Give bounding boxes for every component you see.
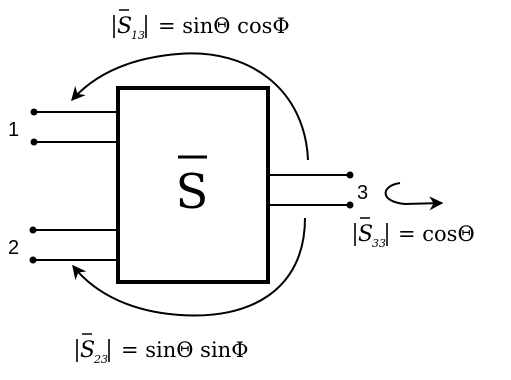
port-2-lines (33, 229, 118, 261)
s23-arrow (72, 217, 306, 317)
port-1-label: 1 (8, 119, 19, 141)
port-3-lines (268, 174, 350, 206)
s33-subscript: 33 (372, 237, 386, 250)
matrix-symbol: S (176, 164, 209, 220)
port-1-terminal-top (30, 108, 38, 116)
s33-rhs: = cosΘ (398, 222, 475, 246)
s13-arrow (71, 52, 309, 161)
equation-s33: S 33 = cosΘ (354, 217, 475, 250)
port-2-terminal-bottom (29, 256, 37, 264)
equation-s13: S 13 = sinΘ cosΦ (113, 9, 290, 42)
s33-loop-arrow (384, 182, 444, 211)
s13-rhs: = sinΘ cosΦ (158, 14, 290, 38)
port-3-terminal-bottom (346, 201, 354, 209)
s23-symbol: S (80, 338, 95, 363)
network-block (116, 86, 270, 284)
s23-rhs: = sinΘ sinΦ (121, 338, 248, 362)
port-2-terminal-top (29, 226, 37, 234)
port-1-terminal-bottom (30, 138, 38, 146)
port-1-lines (34, 111, 118, 143)
port-2-label: 2 (8, 237, 19, 259)
s33-symbol: S (358, 222, 373, 247)
port-3-label: 3 (357, 182, 368, 204)
s13-subscript: 13 (131, 29, 145, 42)
s13-symbol: S (117, 14, 132, 39)
equation-s23: S 23 = sinΘ sinΦ (76, 333, 248, 366)
s23-subscript: 23 (93, 353, 108, 366)
port-3-terminal-top (346, 171, 354, 179)
